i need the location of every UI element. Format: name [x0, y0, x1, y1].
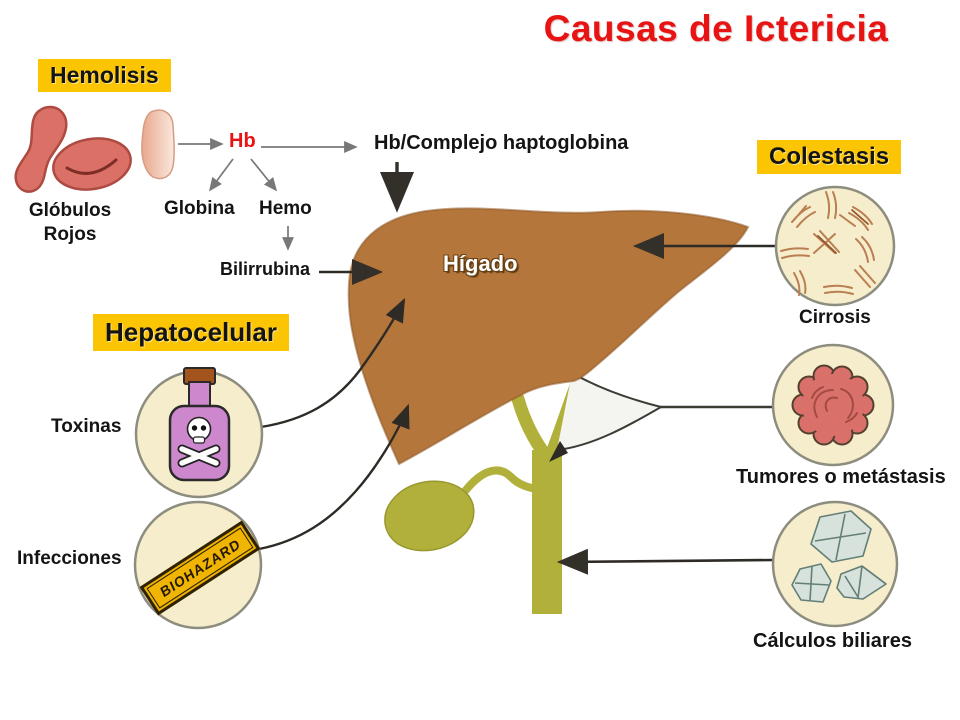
label-colestasis: Colestasis — [757, 140, 902, 174]
label-calculos-biliares: Cálculos biliares — [753, 630, 912, 652]
label-tumores: Tumores o metástasis — [736, 466, 946, 488]
label-infecciones: Infecciones — [17, 548, 122, 569]
page-title: Causas de Ictericia — [543, 8, 889, 49]
label-higado: Hígado — [443, 251, 518, 276]
toxinas-circle — [134, 367, 264, 499]
tumores-circle — [771, 343, 895, 467]
globulos-line1: Glóbulos — [28, 200, 112, 221]
liver-shape — [347, 207, 750, 466]
label-bilirrubina: Bilirrubina — [220, 259, 311, 279]
cystic-duct-shape — [462, 466, 540, 494]
cirrhosis-texture-icon — [780, 191, 876, 296]
label-hb: Hb — [229, 130, 256, 152]
label-globina: Globina — [164, 198, 235, 219]
calculos-circle — [771, 500, 899, 628]
label-hemolisis: Hemolisis — [38, 59, 171, 92]
bile-duct-shape — [462, 377, 582, 614]
globulos-line2: Rojos — [43, 223, 97, 245]
label-cirrosis: Cirrosis — [799, 307, 871, 328]
cirrosis-circle — [774, 185, 896, 307]
skull-crossbones-icon — [177, 416, 221, 468]
label-globulos-rojos: Glóbulos Rojos — [10, 199, 130, 247]
arrow-infecciones-to-liver — [258, 403, 410, 551]
arrow-toxinas-to-liver — [260, 297, 406, 429]
label-hepatocelular: Hepatocelular — [93, 314, 289, 351]
label-hb-complejo: Hb/Complejo haptoglobina — [374, 132, 629, 154]
label-toxinas: Toxinas — [51, 416, 122, 437]
arrow-hb-to-globina — [208, 158, 234, 192]
arrow-calculos-to-duct — [556, 548, 775, 575]
red-blood-cells-icon — [14, 105, 132, 193]
gallbladder-shape — [384, 480, 475, 552]
duct-highlight-funnel — [549, 372, 662, 462]
label-hemo: Hemo — [259, 198, 312, 219]
gallstones-icon — [791, 510, 887, 603]
tumor-icon — [791, 364, 875, 446]
poison-bottle-icon — [168, 367, 231, 482]
arrow-hb-to-hemo — [250, 158, 278, 192]
funnel-arrowhead — [549, 441, 568, 462]
lysed-cell-icon — [141, 109, 175, 180]
